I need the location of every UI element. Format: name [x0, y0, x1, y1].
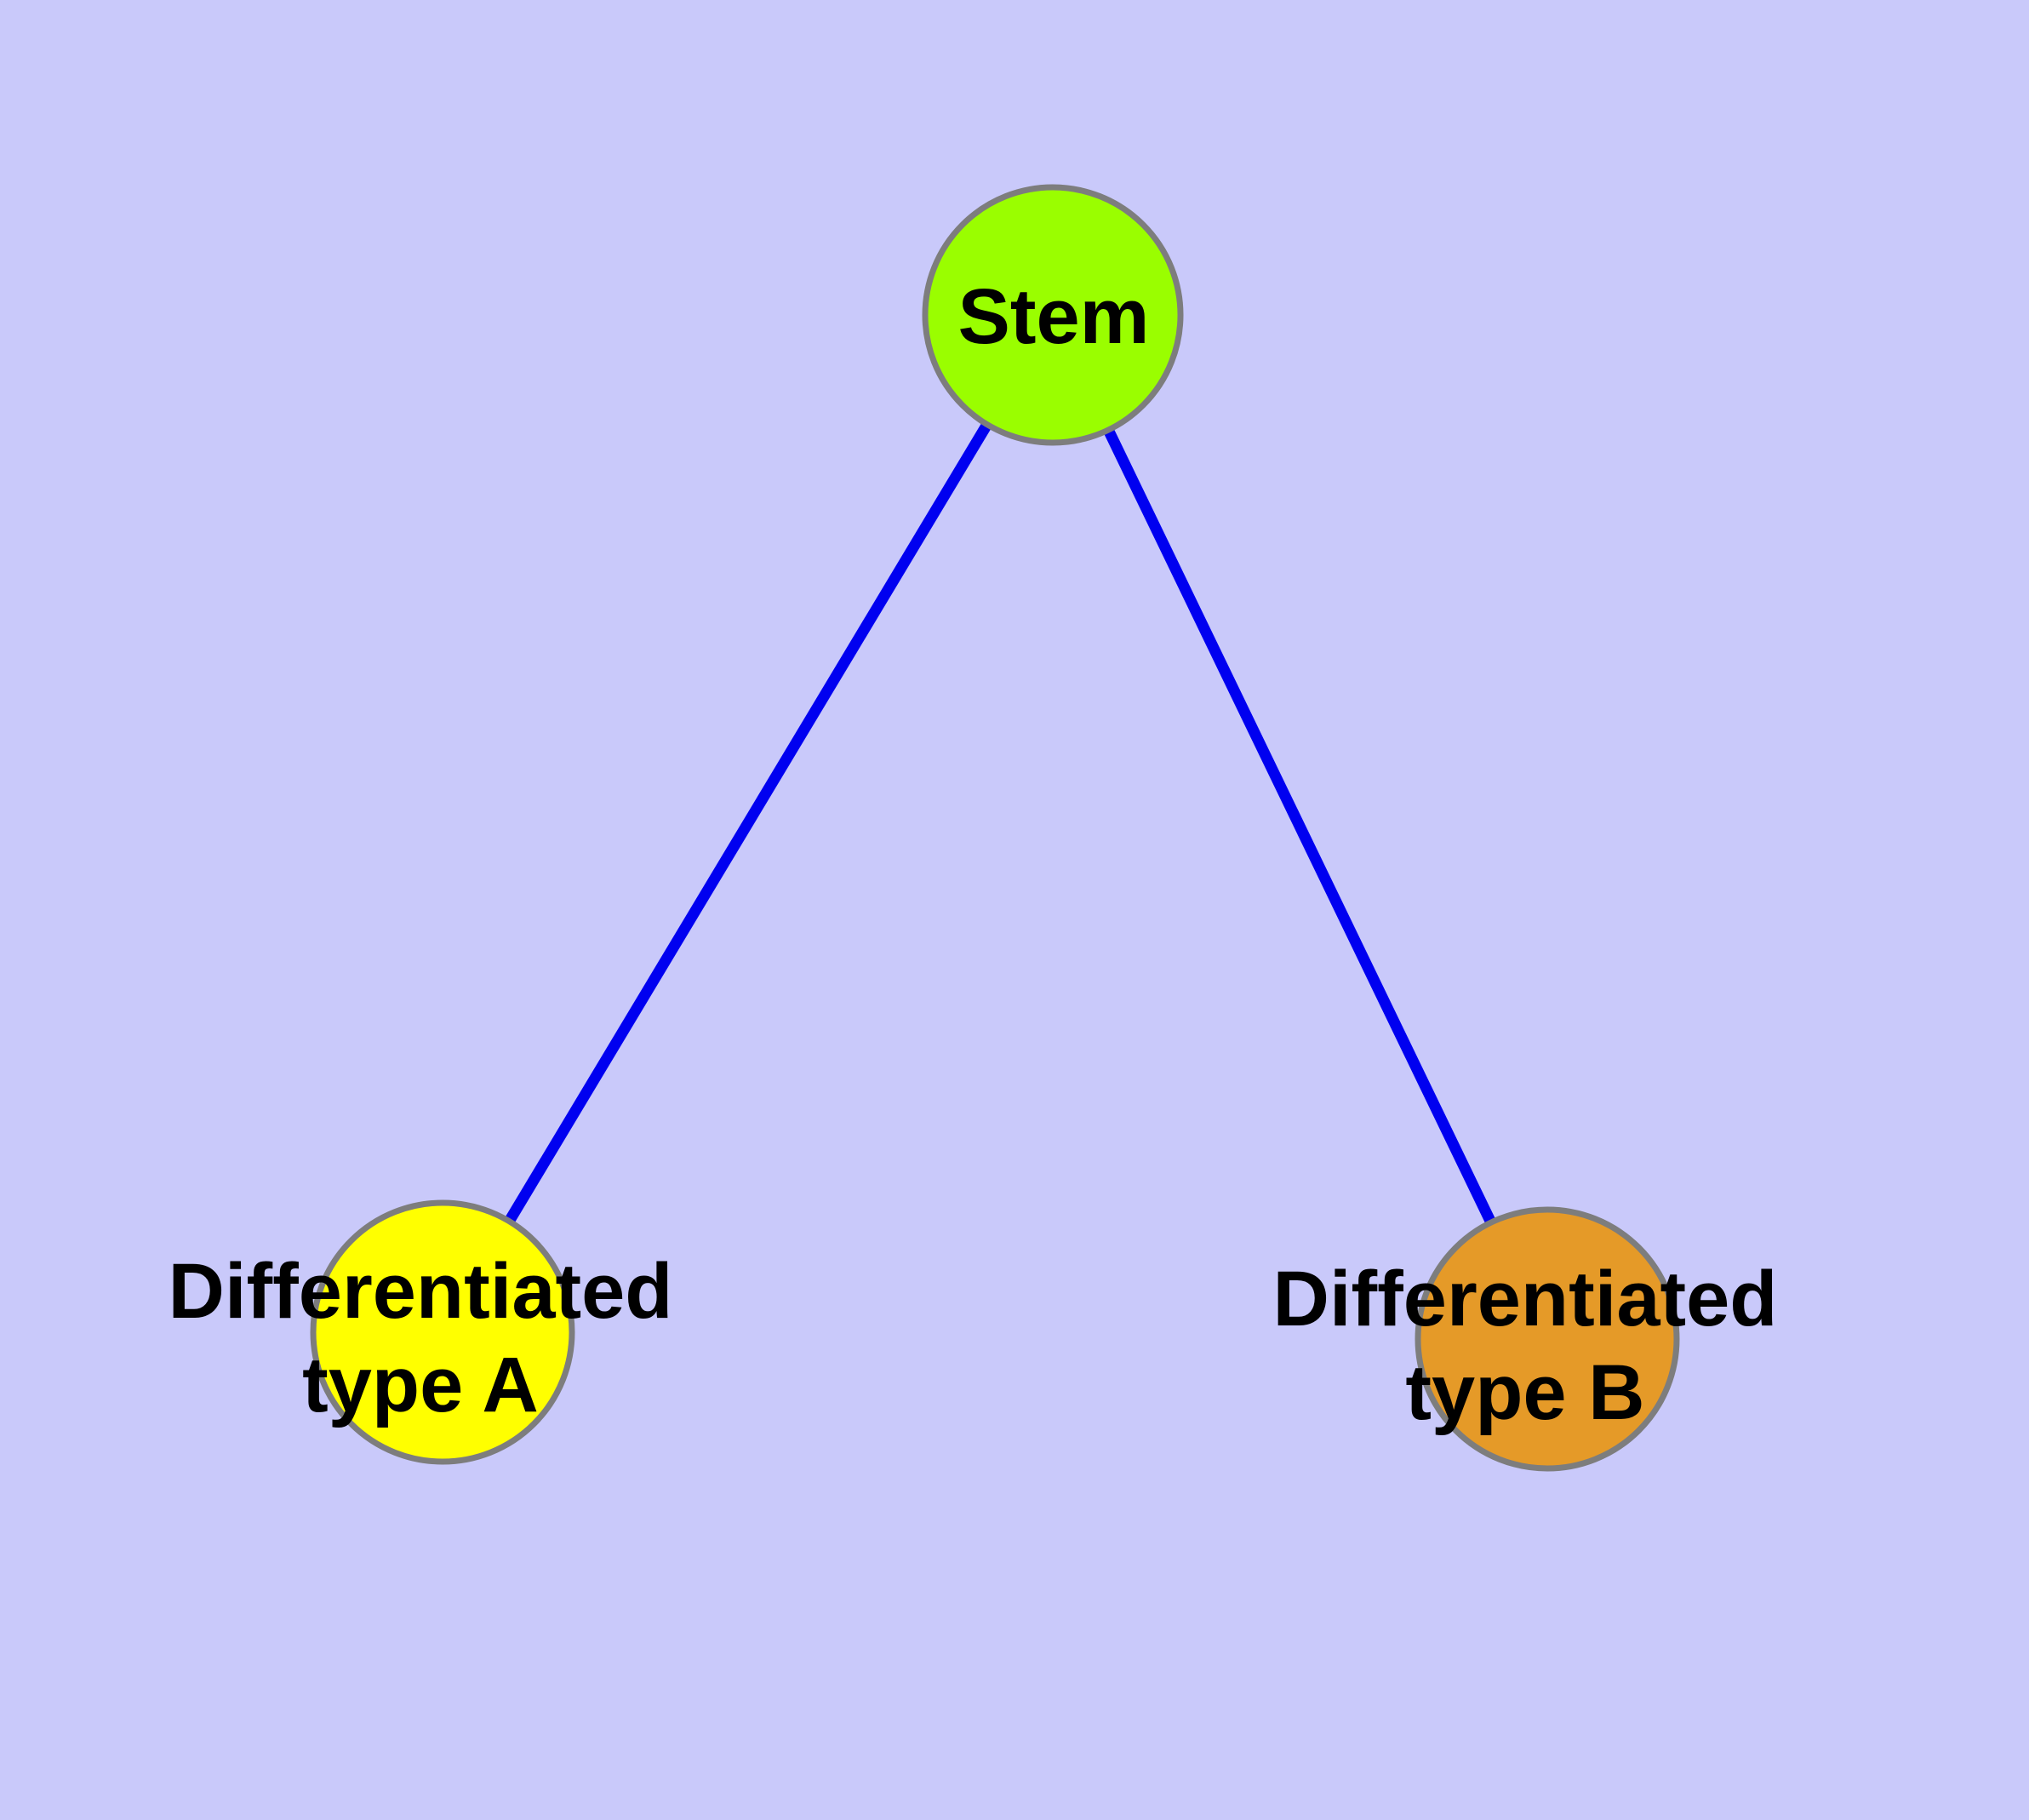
node-type-b-label-line2: type B — [1405, 1349, 1644, 1436]
node-type-b-circle — [1415, 1206, 1680, 1472]
node-type-b-label-line1: Differentiated — [1273, 1256, 1778, 1342]
node-stem-circle — [922, 184, 1184, 446]
edge-stem-to-type-b — [1048, 312, 1552, 1342]
node-stem-label: Stem — [958, 273, 1150, 360]
node-type-a-label-line2: type A — [302, 1342, 539, 1428]
node-type-a-circle — [310, 1199, 575, 1465]
edge-stem-to-type-a — [437, 312, 1058, 1336]
node-type-a-label-line1: Differentiated — [169, 1248, 673, 1335]
